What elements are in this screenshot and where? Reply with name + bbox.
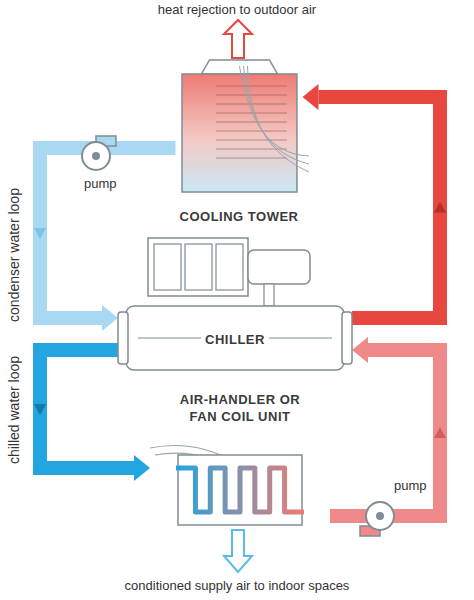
tower-body	[182, 74, 297, 192]
pump-symbol	[82, 136, 116, 170]
arrowhead	[134, 455, 150, 481]
panel	[216, 244, 243, 290]
louver	[216, 104, 287, 105]
flow-label: chilled water loop	[6, 356, 23, 464]
water-pipe	[318, 97, 440, 318]
panel	[154, 244, 181, 290]
pump-label: pump	[394, 478, 427, 494]
louver	[216, 122, 287, 123]
flow-label: condenser water loop	[6, 188, 23, 322]
water-pipe	[40, 350, 134, 468]
supply-air-arrow	[224, 530, 252, 572]
tower-node: COOLING TOWER	[176, 44, 303, 230]
chiller-shell	[126, 306, 344, 370]
arrowhead	[102, 305, 118, 331]
panel	[185, 244, 212, 290]
ahu-node: AIR-HANDLER OR FAN COIL UNIT	[150, 392, 330, 528]
louver	[216, 158, 287, 159]
compressor	[148, 238, 248, 296]
air-stream	[239, 66, 308, 156]
flow-label: conditioned supply air to indoor spaces	[125, 578, 350, 594]
louver	[216, 95, 287, 96]
coil	[176, 468, 304, 512]
node-title: CHILLER	[201, 332, 269, 349]
arrowhead	[302, 84, 318, 110]
heat-arrow	[224, 20, 252, 58]
flow-marker	[434, 427, 446, 438]
flow-label: heat rejection to outdoor air	[158, 2, 316, 18]
chiller-node: CHILLER	[118, 236, 352, 372]
flow-marker	[34, 228, 46, 239]
arrowhead	[352, 337, 368, 363]
flow-marker	[34, 404, 46, 415]
pump-label: pump	[84, 176, 117, 192]
louver	[216, 113, 287, 114]
node-title: AIR-HANDLER OR FAN COIL UNIT	[170, 392, 310, 426]
air-stream	[247, 66, 308, 172]
louver	[216, 140, 287, 141]
chiller-shape	[118, 236, 352, 372]
motor	[248, 250, 310, 284]
pump-symbol	[360, 502, 394, 536]
node-title: COOLING TOWER	[180, 209, 299, 226]
water-pipe	[330, 350, 440, 516]
louver	[216, 86, 287, 87]
louver	[216, 131, 287, 132]
tower-shape	[176, 44, 303, 230]
flow-marker	[434, 202, 446, 213]
